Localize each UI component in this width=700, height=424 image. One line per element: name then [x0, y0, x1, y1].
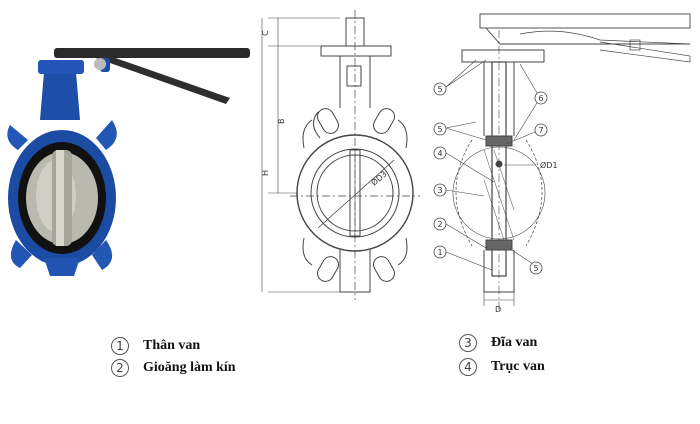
- legend-item-2: 2 Gioăng làm kín: [111, 359, 236, 377]
- callout-6: 6: [534, 91, 548, 105]
- callout-1: 1: [433, 245, 447, 259]
- callout-6-text: 6: [539, 94, 544, 103]
- callout-5-bottom: 5: [529, 261, 543, 275]
- legend-item-4: 4 Trục van: [459, 358, 545, 376]
- callout-2: 2: [433, 217, 447, 231]
- callout-5-mid: 5: [433, 122, 447, 136]
- legend-number-3: 3: [459, 334, 477, 352]
- dim-d-label: D: [495, 305, 501, 314]
- dim-b-label: B: [277, 119, 286, 125]
- callout-7: 7: [534, 123, 548, 137]
- callout-3-text: 3: [438, 186, 443, 195]
- legend-item-3: 3 Đĩa van: [459, 334, 537, 352]
- legend-number-1: 1: [111, 337, 129, 355]
- callout-4: 4: [433, 146, 447, 160]
- handle-photo: [54, 48, 250, 104]
- legend-label-3: Đĩa van: [491, 335, 538, 350]
- callout-1-text: 1: [438, 248, 443, 257]
- dia-d1-label: ØD1: [540, 160, 558, 170]
- callout-5-top-text: 5: [438, 85, 443, 94]
- callout-5-top: 5: [433, 82, 447, 96]
- legend-label-1: Thân van: [143, 338, 201, 353]
- valve-body-photo: [7, 60, 117, 276]
- dim-c-label: C: [261, 30, 270, 36]
- callout-5-bottom-text: 5: [534, 264, 539, 273]
- legend-label-4: Trục van: [491, 359, 545, 374]
- callout-7-text: 7: [539, 126, 544, 135]
- dim-h-label: H: [261, 170, 270, 176]
- legend-item-1: 1 Thân van: [111, 337, 200, 355]
- legend-label-2: Gioăng làm kín: [143, 360, 236, 375]
- callout-4-text: 4: [438, 149, 443, 158]
- legend-number-4: 4: [459, 358, 477, 376]
- callout-3: 3: [433, 183, 447, 197]
- callout-2-text: 2: [438, 220, 443, 229]
- legend-number-2: 2: [111, 359, 129, 377]
- callout-5-mid-text: 5: [438, 125, 443, 134]
